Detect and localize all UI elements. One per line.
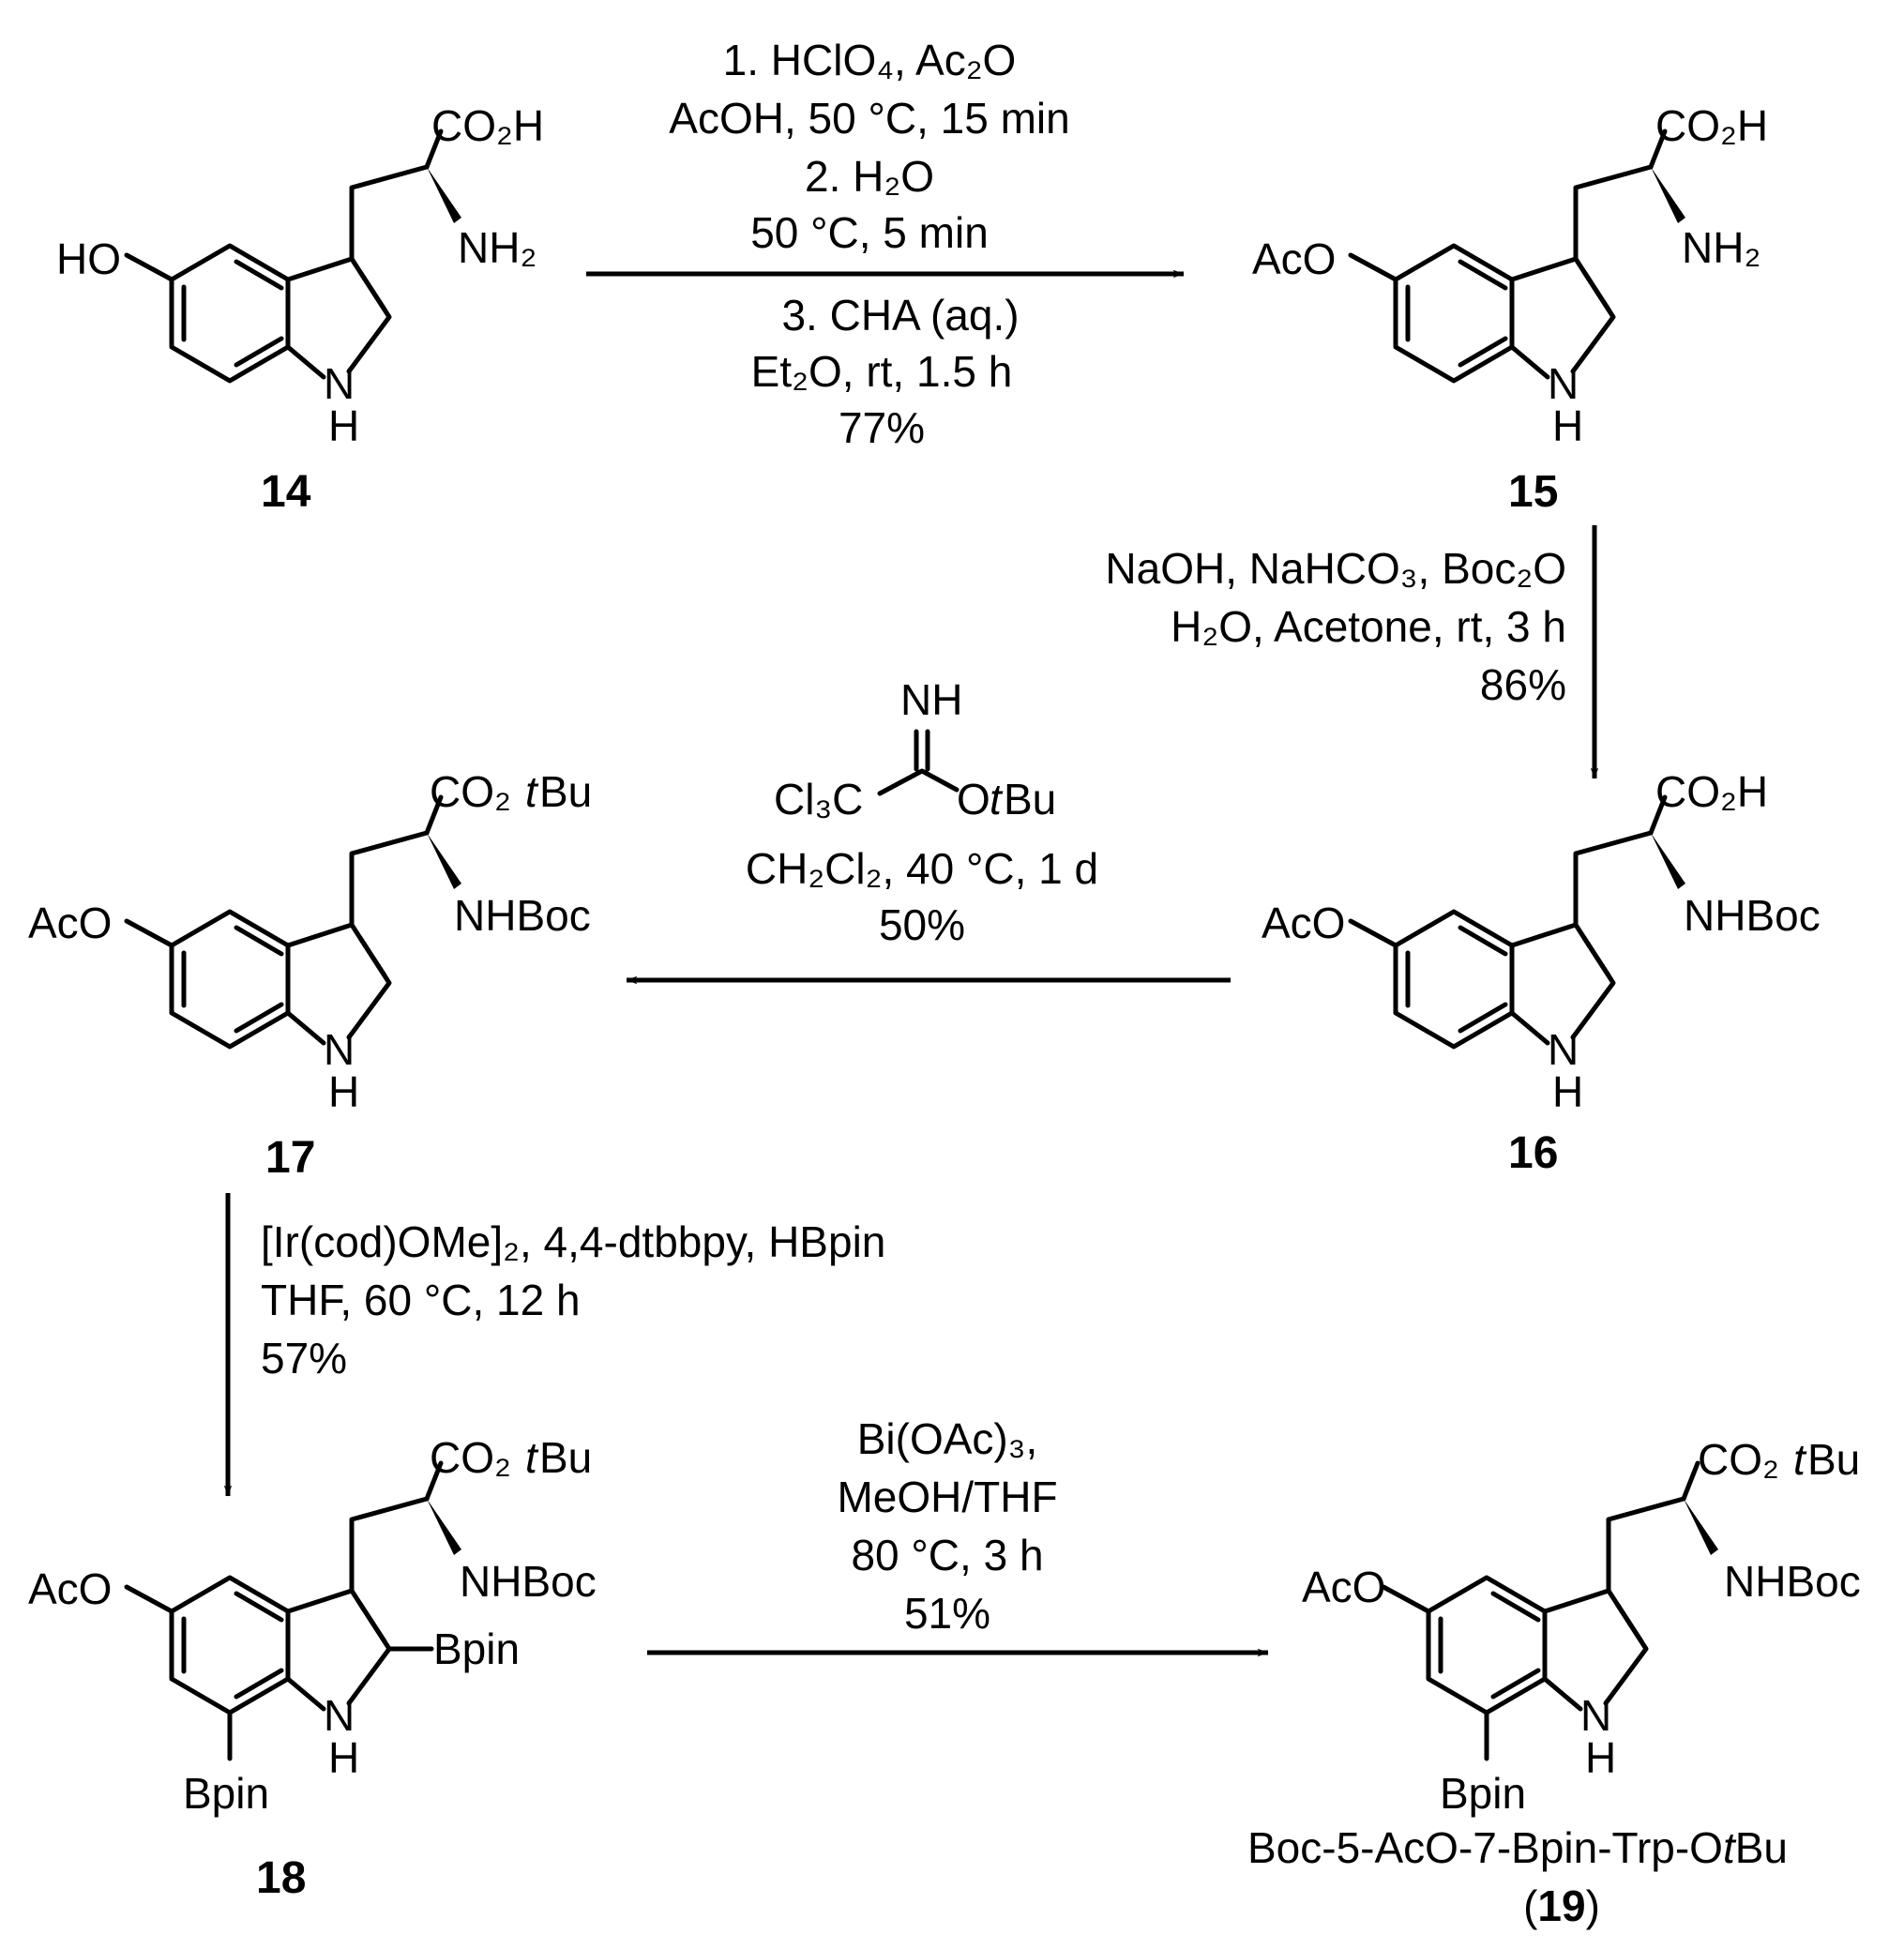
bpin-7-label: Bpin: [183, 1769, 269, 1818]
compound-14-label: 14: [261, 467, 311, 517]
step-1-line-6: Et₂O, rt, 1.5 h: [751, 347, 1013, 396]
imidate-t-label: t: [990, 775, 1004, 823]
step-1-line-5: 3. CHA (aq.): [781, 291, 1019, 340]
compound-16: AcO CO₂H NHBoc N H 16: [1262, 767, 1821, 1178]
step-1-line-2: AcOH, 50 °C, 15 min: [669, 94, 1069, 143]
indole-h-label: H: [1552, 1067, 1583, 1116]
indole-h-label: H: [328, 1733, 359, 1782]
acetoxy-label: AcO: [28, 899, 112, 947]
nhboc-label: NHBoc: [460, 1557, 597, 1606]
acetoxy-label: AcO: [1252, 234, 1336, 283]
step-3-line-1: CH₂Cl₂, 40 °C, 1 d: [746, 844, 1098, 893]
step-4-line-2: THF, 60 °C, 12 h: [261, 1276, 581, 1324]
step-5-line-1: Bi(OAc)₃,: [857, 1414, 1038, 1463]
indole-h-label: H: [1585, 1733, 1616, 1782]
nhboc-label: NHBoc: [1684, 891, 1821, 940]
trichloromethyl-label: Cl₃C: [774, 775, 863, 823]
ester-bu-label: Bu: [539, 1433, 592, 1482]
indole-h-label: H: [328, 401, 359, 450]
step-2: NaOH, NaHCO₃, Boc₂O H₂O, Acetone, rt, 3 …: [1105, 525, 1599, 779]
ester-bu-label: Bu: [539, 767, 592, 816]
step-1-line-7: 77%: [839, 403, 925, 452]
compound-19-skeleton: [1381, 1460, 1718, 1761]
indole-n-label: N: [1580, 1691, 1611, 1740]
step-5-line-2: MeOH/THF: [837, 1473, 1057, 1521]
step-3-line-2: 50%: [879, 900, 965, 949]
step-1-line-4: 50 °C, 5 min: [750, 208, 989, 257]
compound-17-skeleton: [124, 794, 461, 1050]
nhboc-label: NHBoc: [1724, 1557, 1861, 1606]
compound-18: AcO CO₂ t Bu NHBoc Bpin N H Bpin 18: [28, 1433, 597, 1903]
step-1: 1. HClO₄, Ac₂O AcOH, 50 °C, 15 min 2. H₂…: [586, 36, 1185, 452]
ester-co2-label: CO₂: [1698, 1435, 1779, 1484]
step-1-line-1: 1. HClO₄, Ac₂O: [723, 36, 1017, 84]
ester-t-label: t: [525, 1433, 539, 1482]
step-5: Bi(OAc)₃, MeOH/THF 80 °C, 3 h 51%: [647, 1414, 1269, 1657]
compound-19-name: Boc-5-AcO-7-Bpin-Trp-OtBu (19): [1247, 1823, 1788, 1930]
compound-14: HO CO₂H NH₂ N H 14: [56, 101, 544, 517]
carboxylic-acid-label: CO₂H: [1655, 101, 1768, 150]
compound-19-name-text: Boc-5-AcO-7-Bpin-Trp-OtBu: [1247, 1823, 1788, 1872]
indole-n-label: N: [324, 1691, 355, 1740]
step-3: NH Cl₃C O t Bu CH₂Cl₂, 40 °C, 1 d 50%: [626, 675, 1231, 985]
compound-19-label: (19): [1523, 1881, 1600, 1930]
ester-bu-label: Bu: [1807, 1435, 1860, 1484]
compound-19: AcO CO₂ t Bu NHBoc N H Bpin: [1302, 1435, 1861, 1818]
compound-16-skeleton: [1348, 794, 1685, 1050]
bpin-2-label: Bpin: [433, 1624, 520, 1673]
indole-n-label: N: [324, 1025, 355, 1074]
compound-15: AcO CO₂H NH₂ N H 15: [1252, 101, 1768, 517]
imidate-nh-label: NH: [900, 675, 962, 724]
ester-co2-label: CO₂: [430, 1433, 511, 1482]
ester-co2-label: CO₂: [430, 767, 511, 816]
compound-15-skeleton: [1348, 128, 1685, 384]
acetoxy-label: AcO: [1302, 1563, 1385, 1611]
indole-n-label: N: [1548, 359, 1579, 408]
bpin-7-label: Bpin: [1440, 1769, 1526, 1818]
imidate-bu-label: Bu: [1004, 775, 1056, 823]
carboxylic-acid-label: CO₂H: [1655, 767, 1768, 816]
compound-18-skeleton: [124, 1460, 461, 1761]
hydroxy-label: HO: [56, 234, 121, 283]
carboxylic-acid-label: CO₂H: [431, 101, 544, 150]
step-4: [Ir(cod)OMe]₂, 4,4-dtbbpy, HBpin THF, 60…: [223, 1193, 885, 1497]
acetoxy-label: AcO: [28, 1564, 112, 1613]
imidate-o-label: O: [957, 775, 990, 823]
compound-17-label: 17: [265, 1133, 315, 1183]
amine-label: NH₂: [458, 223, 536, 272]
step-4-line-3: 57%: [261, 1334, 347, 1382]
compound-17: AcO CO₂ t Bu NHBoc N H 17: [28, 767, 592, 1183]
indole-n-label: N: [1548, 1025, 1579, 1074]
step-5-line-4: 51%: [904, 1589, 990, 1638]
imidate-bonds: [877, 768, 960, 796]
step-2-line-2: H₂O, Acetone, rt, 3 h: [1171, 602, 1566, 651]
ester-t-label: t: [525, 767, 539, 816]
step-5-line-3: 80 °C, 3 h: [851, 1531, 1043, 1579]
acetoxy-label: AcO: [1262, 899, 1345, 947]
compound-14-skeleton: [124, 128, 461, 384]
nhboc-label: NHBoc: [454, 891, 591, 940]
compound-16-label: 16: [1508, 1128, 1558, 1178]
ester-t-label: t: [1793, 1435, 1807, 1484]
step-2-line-3: 86%: [1480, 660, 1566, 709]
step-4-line-1: [Ir(cod)OMe]₂, 4,4-dtbbpy, HBpin: [261, 1217, 885, 1266]
imidate-double-bond: [914, 729, 930, 772]
compound-15-label: 15: [1508, 467, 1558, 517]
compound-18-label: 18: [256, 1853, 306, 1903]
step-2-line-1: NaOH, NaHCO₃, Boc₂O: [1105, 544, 1566, 593]
step-1-line-3: 2. H₂O: [805, 152, 934, 201]
indole-n-label: N: [324, 359, 355, 408]
indole-h-label: H: [1552, 401, 1583, 450]
amine-label: NH₂: [1682, 223, 1760, 272]
indole-h-label: H: [328, 1067, 359, 1116]
